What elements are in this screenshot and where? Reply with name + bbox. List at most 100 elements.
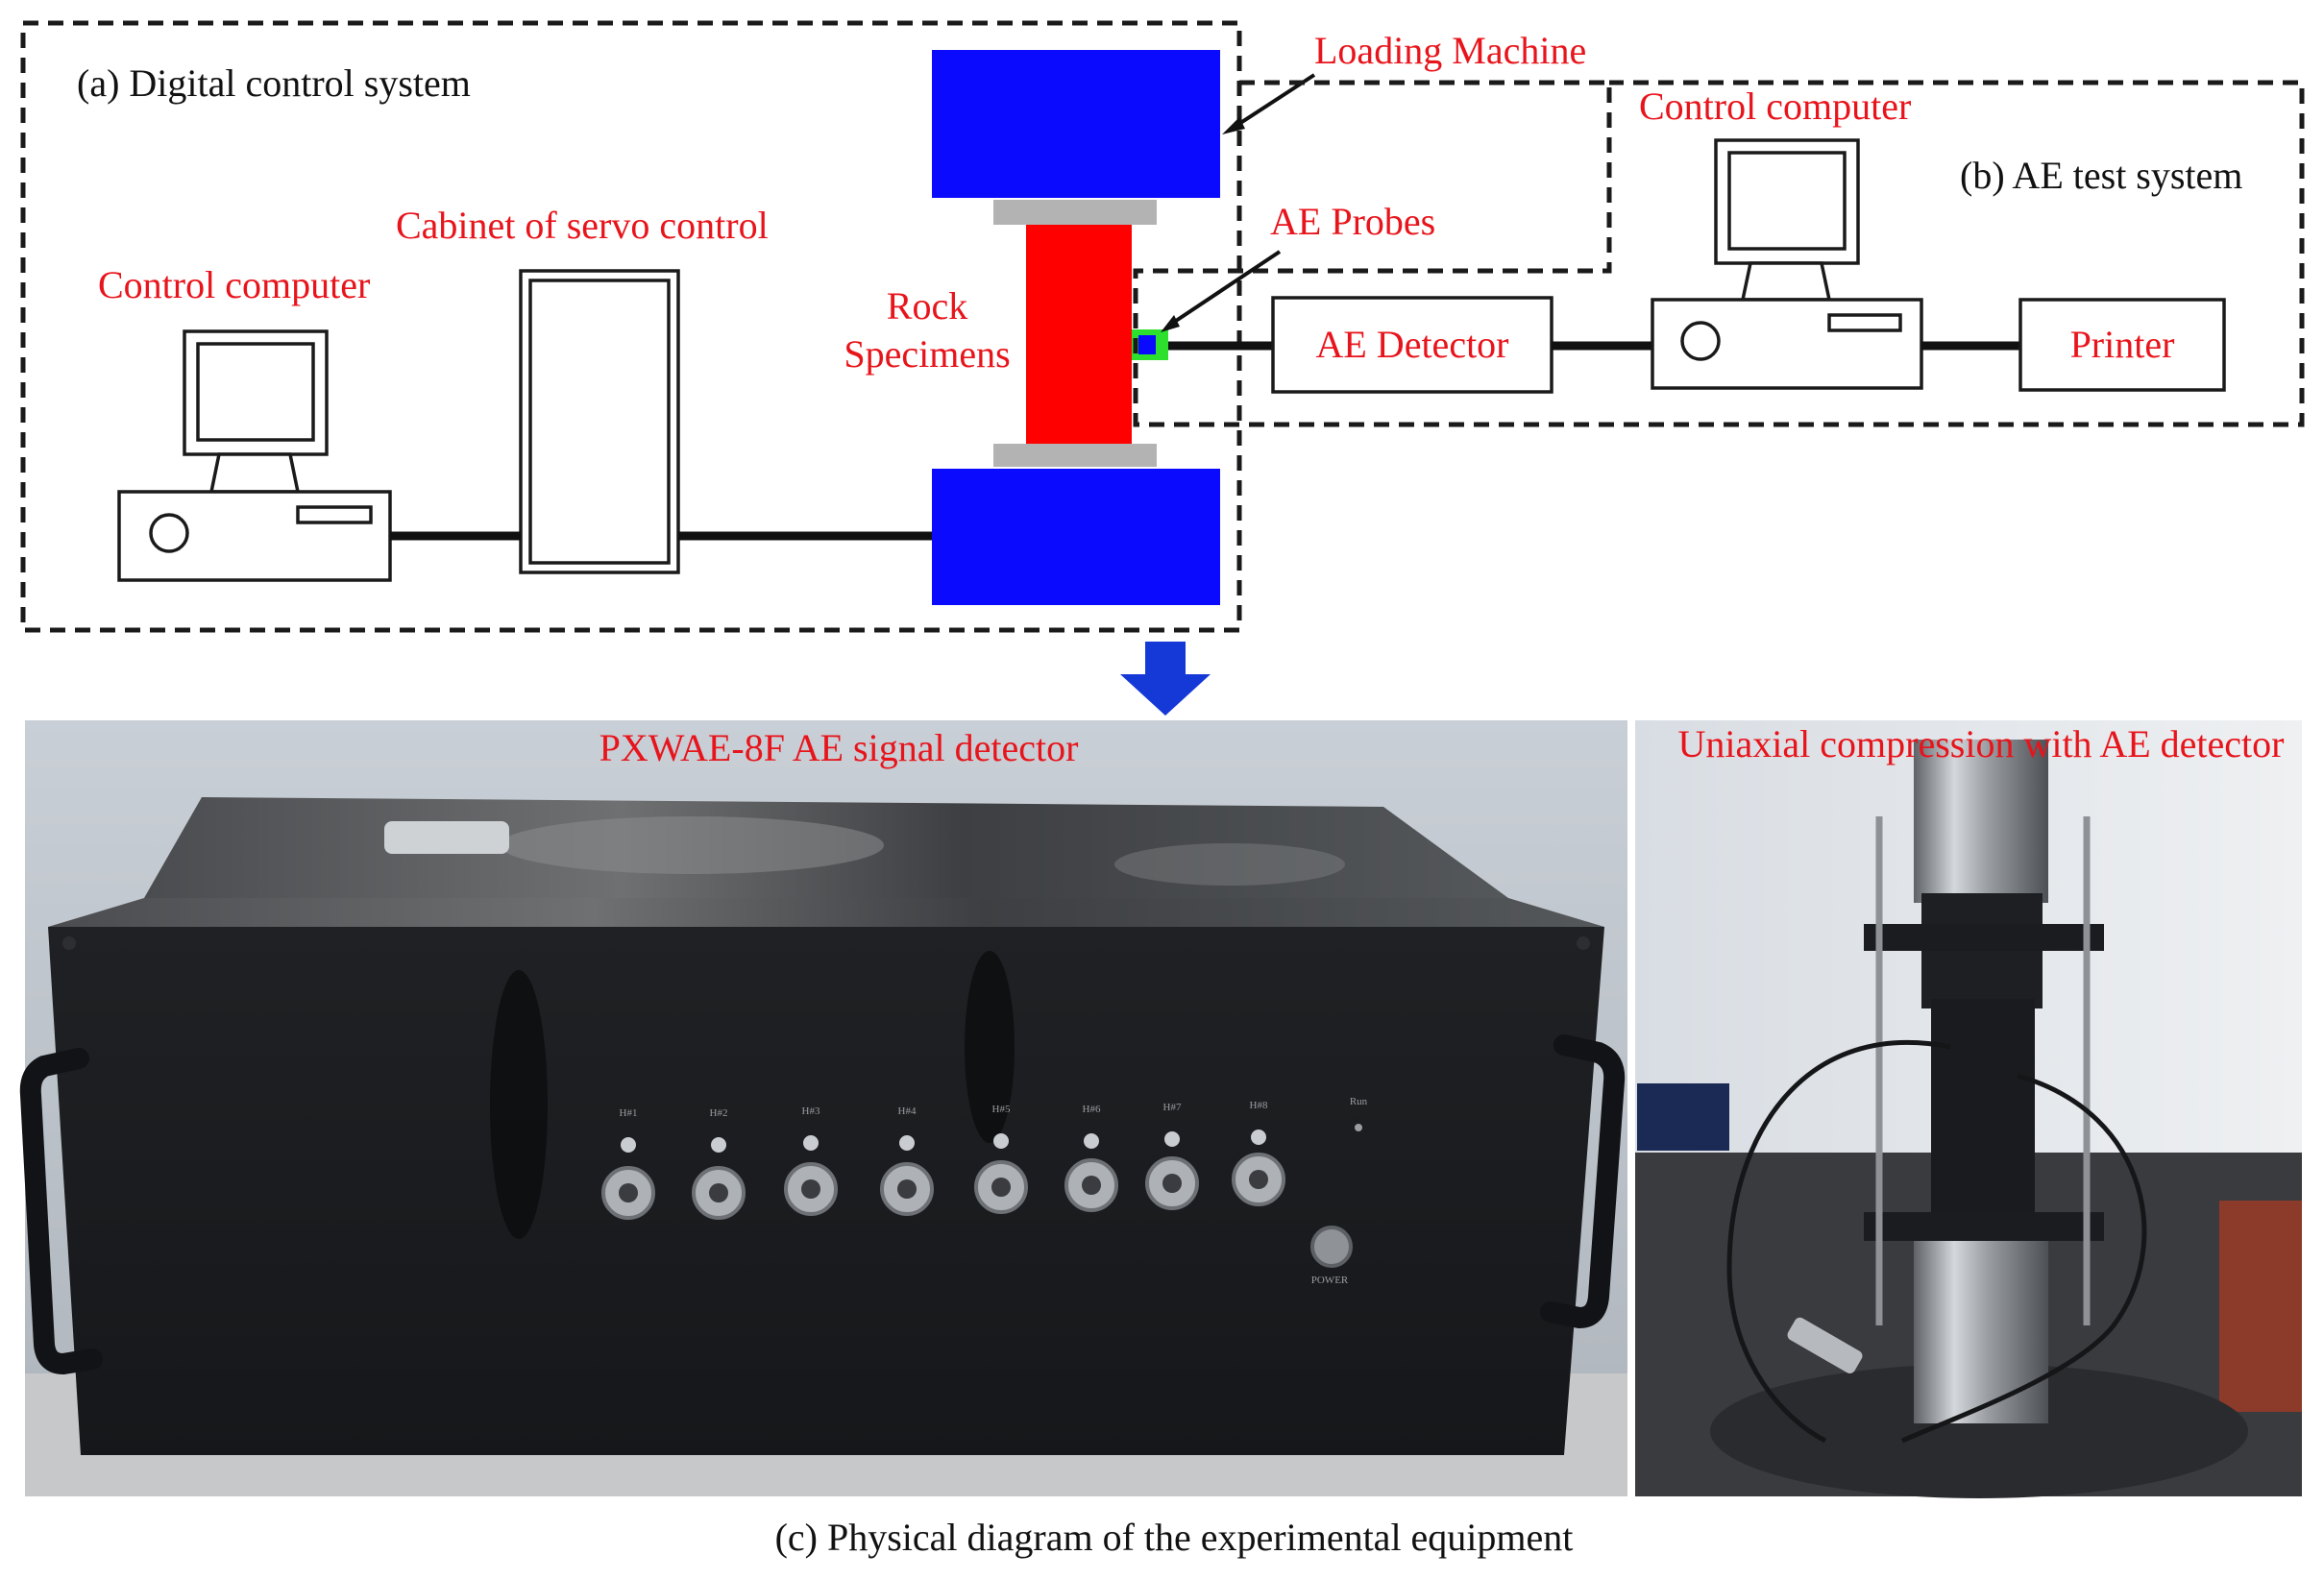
laptop-screen <box>1637 1083 1729 1151</box>
lower-ring <box>1864 1212 2104 1241</box>
red-panel <box>2219 1201 2302 1412</box>
front-stain <box>490 970 548 1239</box>
pc-a-power-circle <box>149 513 189 553</box>
servo-cabinet <box>519 269 680 574</box>
channel-4: H#4 <box>880 1105 934 1216</box>
label-rock-line2: Specimens <box>844 332 1010 376</box>
right-handle <box>1540 1034 1626 1329</box>
channel-led <box>1251 1130 1266 1145</box>
channel-6: H#6 <box>1064 1104 1118 1212</box>
power-button <box>1310 1226 1353 1268</box>
label-loading-machine: Loading Machine <box>1314 29 1586 72</box>
label-control-computer-b: Control computer <box>1639 85 1911 128</box>
channel-5: H#5 <box>974 1104 1028 1214</box>
channel-8: H#8 <box>1232 1100 1285 1206</box>
photo-right-title: Uniaxial compression with AE detector <box>1678 722 2285 765</box>
channel-label: H#1 <box>620 1107 638 1119</box>
screw-tl <box>62 936 76 950</box>
down-arrow <box>1120 642 1211 716</box>
channel-label: H#2 <box>710 1107 728 1119</box>
lower-platen-disc <box>1710 1364 2248 1498</box>
monitor-a-screen <box>196 342 315 442</box>
channel-led <box>899 1135 915 1151</box>
monitor-b-screen <box>1727 151 1847 251</box>
leader-ae-probes <box>1168 250 1282 327</box>
device-top-dust <box>500 816 884 874</box>
left-handle <box>19 1048 103 1375</box>
bnc-core <box>619 1183 638 1202</box>
label-rock-line1: Rock <box>887 284 967 328</box>
bnc-core <box>709 1183 728 1202</box>
lower-platen <box>993 444 1157 467</box>
bnc-core <box>1249 1170 1268 1189</box>
leader-ae-probes-arrowhead <box>1161 315 1180 332</box>
sensor-cable-2 <box>1901 1073 2147 1444</box>
run-led <box>1355 1124 1362 1131</box>
channel-led <box>1164 1131 1180 1147</box>
photo-left-title: PXWAE-8F AE signal detector <box>599 726 1079 769</box>
upper-ring <box>1864 924 2104 951</box>
channel-led <box>803 1135 819 1151</box>
power-label: POWER <box>1311 1275 1349 1286</box>
panel-a-digital-control-system: (a) Digital control system Control compu… <box>20 20 1586 633</box>
bnc-core <box>801 1179 820 1199</box>
sensor-cable-1 <box>1726 1039 1951 1444</box>
run-label: Run <box>1350 1096 1368 1107</box>
loading-machine <box>932 50 1220 605</box>
bnc-plug <box>1787 1317 1863 1373</box>
panel-a-border <box>20 20 1242 633</box>
ae-probe-core <box>1138 335 1156 354</box>
leader-loading-machine-arrowhead <box>1222 117 1245 134</box>
cabinet-inner <box>528 279 671 565</box>
specimen-with-sensors <box>1931 999 2035 1239</box>
channel-2: H#2 <box>692 1107 746 1220</box>
printer-box <box>2018 298 2226 392</box>
front-stain-2 <box>965 951 1015 1143</box>
channel-label: H#3 <box>802 1105 820 1117</box>
upper-platen <box>993 200 1157 225</box>
screw-tr <box>1577 936 1590 950</box>
rock-specimen <box>1026 225 1132 444</box>
monitor-a-stand <box>208 452 301 494</box>
label-ae-probes: AE Probes <box>1270 200 1435 243</box>
pc-b-drive-slot <box>1827 313 1902 332</box>
channel-label: H#5 <box>992 1104 1011 1115</box>
panel-a-title: (a) Digital control system <box>77 61 471 105</box>
usb-dongle <box>384 821 509 854</box>
pc-a-drive-slot <box>296 505 373 524</box>
monitor-b-stand <box>1740 261 1832 302</box>
photo-ae-signal-detector: H#1 H#2 H#3 H#4 <box>19 720 1627 1496</box>
device-top-face <box>48 898 1604 927</box>
upper-loading-rod <box>1914 740 2048 903</box>
channel-label: H#8 <box>1250 1100 1268 1111</box>
control-computer-b <box>1651 138 1923 390</box>
panel-c-caption: (c) Physical diagram of the experimental… <box>775 1516 1574 1559</box>
channel-label: H#4 <box>898 1105 917 1117</box>
device-top-dust-2 <box>1114 843 1345 886</box>
channel-led <box>993 1133 1009 1149</box>
label-printer: Printer <box>2070 323 2175 366</box>
channel-row: H#1 H#2 H#3 H#4 <box>601 1100 1285 1220</box>
channel-7: H#7 <box>1145 1102 1199 1210</box>
upper-crosshead <box>932 50 1220 198</box>
panel-b-title: (b) AE test system <box>1960 154 2242 197</box>
control-computer-a <box>117 329 392 582</box>
channel-led <box>711 1137 726 1153</box>
label-control-computer-a: Control computer <box>98 263 370 306</box>
channel-label: H#7 <box>1163 1102 1182 1113</box>
pc-b-power-circle <box>1680 321 1721 361</box>
panel-b-ae-test-system: (b) AE test system AE Probes AE Detector… <box>1133 80 2305 427</box>
channel-1: H#1 <box>601 1107 655 1220</box>
bnc-core <box>1082 1176 1101 1195</box>
label-cabinet: Cabinet of servo control <box>396 204 769 247</box>
lower-loading-rod <box>1914 1241 2048 1423</box>
bnc-core <box>897 1179 917 1199</box>
lower-crosshead <box>932 469 1220 605</box>
channel-led <box>1084 1133 1099 1149</box>
channel-3: H#3 <box>784 1105 838 1216</box>
ae-detector-box <box>1271 296 1553 394</box>
bnc-core <box>991 1178 1011 1197</box>
channel-label: H#6 <box>1083 1104 1101 1115</box>
channel-led <box>621 1137 636 1153</box>
